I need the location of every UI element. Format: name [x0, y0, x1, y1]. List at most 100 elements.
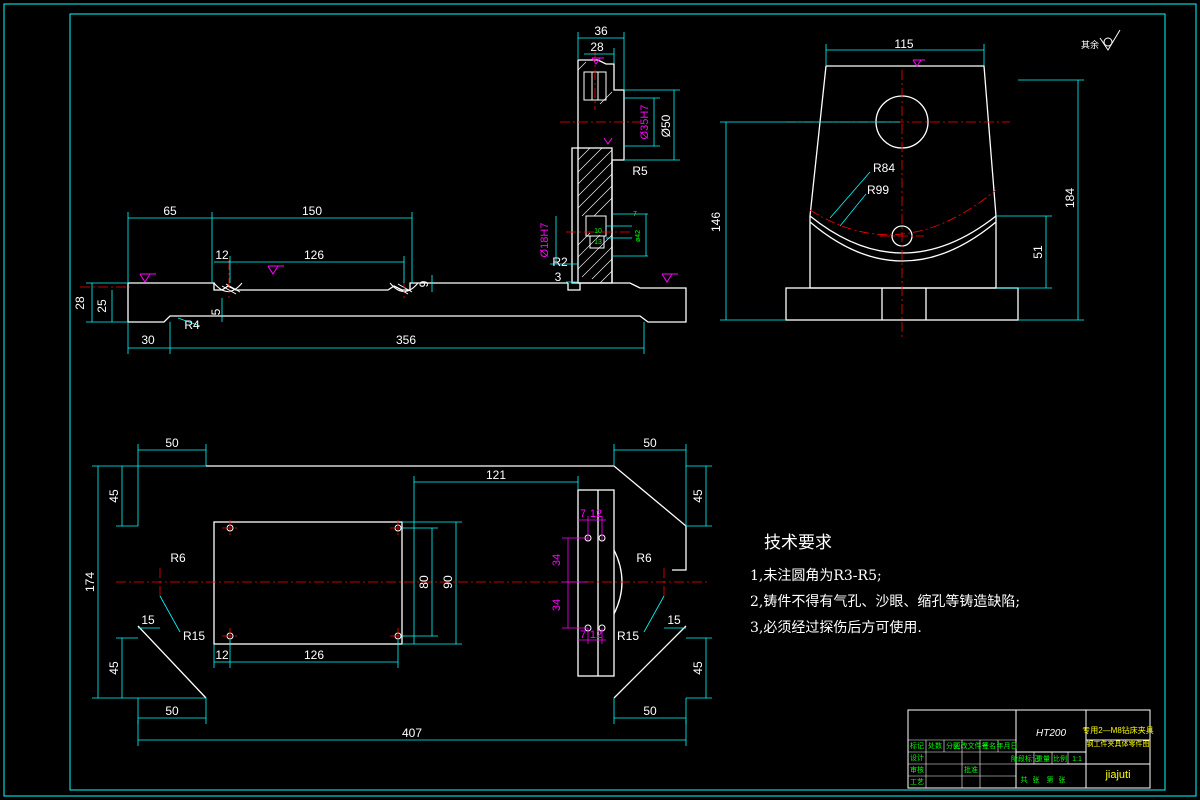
svg-text:分区: 分区 — [946, 741, 960, 750]
dim-r6-left: R6 — [170, 551, 186, 565]
dim-10-side: 10 — [594, 228, 602, 235]
technical-requirements: 技术要求 1,未注圆角为R3-R5; 2,铸件不得有气孔、沙眼、缩孔等铸造缺陷;… — [750, 533, 1020, 636]
dim-65: 65 — [163, 204, 177, 218]
front-view-counterbores — [213, 282, 419, 295]
dim-50-bottom-left: 50 — [165, 704, 179, 718]
right-view-dimension-lines — [720, 44, 1084, 321]
dim-12-plan-top: 12 — [590, 508, 602, 520]
svg-text:审核: 审核 — [910, 765, 924, 774]
dim-126-plan: 126 — [304, 648, 324, 662]
dim-phi35h7: Ø35H7 — [639, 105, 651, 140]
dim-121: 121 — [486, 468, 506, 482]
dim-146: 146 — [709, 212, 723, 232]
front-view-dimension-lines — [86, 212, 645, 354]
plan-view-centerlines — [116, 520, 708, 644]
dim-34-upper: 34 — [551, 554, 563, 566]
title-block: 标记 处数 分区 更改文件号 签名 年月日 设计 审核 工艺 阶段标记 重量 比… — [907, 709, 1154, 789]
svg-text:阶段标记: 阶段标记 — [1011, 754, 1039, 763]
dim-7-plan-bottom: 7 — [580, 629, 586, 641]
svg-text:张: 张 — [1059, 775, 1066, 784]
dim-25: 25 — [95, 299, 109, 313]
material-label: HT200 — [1036, 728, 1066, 739]
dim-7-plan-top: 7 — [580, 508, 586, 520]
plan-view: 50 50 50 50 45 45 45 45 174 121 80 90 12… — [83, 436, 712, 746]
svg-text:张: 张 — [1033, 775, 1040, 784]
dim-5: 5 — [209, 308, 223, 315]
right-view: 115 R84 R99 146 184 51 其余 — [709, 29, 1121, 340]
svg-text:更改文件号: 更改文件号 — [954, 741, 989, 750]
dim-34-lower: 34 — [551, 599, 563, 611]
drawing-name-line1: 专用2—M8钻床夹具 — [1082, 725, 1154, 735]
plan-view-dimension-lines — [92, 444, 712, 746]
tech-req-item-2: 2,铸件不得有气孔、沙眼、缩孔等铸造缺陷; — [750, 593, 1020, 610]
dim-12: 12 — [215, 248, 229, 262]
svg-text:标记: 标记 — [910, 741, 924, 750]
roughness-note: 其余 — [1081, 29, 1121, 51]
dim-28-top: 28 — [590, 40, 604, 54]
svg-text:重量: 重量 — [1036, 755, 1050, 763]
dim-50-bottom-right: 50 — [643, 704, 657, 718]
svg-text:签名: 签名 — [982, 741, 996, 750]
dim-r15-left: R15 — [183, 629, 205, 643]
dim-9: 9 — [417, 280, 431, 287]
svg-text:工艺: 工艺 — [910, 778, 924, 786]
drawing-name-line2: 钢工件夹具体零件图 — [1087, 739, 1150, 748]
dim-phi42-side: ø42 — [635, 230, 642, 242]
dim-36: 36 — [594, 24, 608, 38]
dim-r2: R2 — [552, 255, 568, 269]
dim-51: 51 — [1031, 245, 1045, 259]
dim-7-side: 7 — [633, 211, 637, 218]
dim-r99: R99 — [867, 183, 889, 197]
dim-phi50: Ø50 — [659, 114, 673, 137]
dim-30: 30 — [141, 333, 155, 347]
svg-text:年月日: 年月日 — [997, 741, 1018, 750]
side-section-holes — [583, 71, 607, 249]
side-section-dimension-text: 36 28 Ø35H7 Ø50 R5 Ø18H7 R2 3 7 10 13 ø4… — [539, 24, 673, 284]
svg-text:比例: 比例 — [1053, 754, 1067, 763]
dim-45-top-left: 45 — [107, 489, 121, 503]
tech-req-item-1: 1,未注圆角为R3-R5; — [750, 568, 882, 584]
scale-value: 1:1 — [1072, 756, 1082, 763]
dim-174: 174 — [83, 572, 97, 592]
dim-115: 115 — [894, 37, 913, 51]
dim-45-bottom-right: 45 — [691, 661, 705, 675]
dim-15-right: 15 — [667, 613, 681, 627]
drawing-border — [3, 3, 1197, 797]
dim-r15-right: R15 — [617, 629, 639, 643]
side-section-roughness — [591, 57, 613, 145]
tech-req-item-3: 3,必须经过探伤后方可使用. — [750, 619, 922, 636]
dim-50-top-left: 50 — [165, 436, 179, 450]
side-section: 36 28 Ø35H7 Ø50 R5 Ø18H7 R2 3 7 10 13 ø4… — [539, 24, 680, 284]
plan-view-dimension-text: 50 50 50 50 45 45 45 45 174 121 80 90 12… — [83, 436, 705, 740]
side-section-dimension-lines — [550, 32, 680, 283]
svg-text:第: 第 — [1047, 775, 1054, 784]
dim-15-left: 15 — [141, 613, 155, 627]
front-view-roughness-symbols — [139, 265, 678, 283]
front-view: 65 150 12 126 28 25 9 5 30 356 R4 — [73, 204, 687, 354]
dim-356: 356 — [396, 333, 416, 347]
dim-12-plan: 12 — [215, 648, 229, 662]
plan-view-magenta-dim-lines — [562, 516, 606, 644]
svg-text:其余: 其余 — [1081, 39, 1099, 50]
dim-45-top-right: 45 — [691, 489, 705, 503]
dim-126: 126 — [304, 248, 324, 262]
dim-r4: R4 — [184, 318, 200, 332]
dim-184: 184 — [1063, 188, 1077, 208]
dim-r84: R84 — [873, 161, 895, 175]
tech-req-title: 技术要求 — [764, 533, 832, 553]
dim-phi18h7: Ø18H7 — [539, 223, 551, 258]
dim-r6-right: R6 — [636, 551, 652, 565]
title-block-labels: 标记 处数 分区 更改文件号 签名 年月日 设计 审核 工艺 阶段标记 重量 比… — [910, 741, 1067, 786]
side-section-hatching — [577, 61, 613, 284]
dim-407: 407 — [402, 726, 422, 740]
dim-45-bottom-left: 45 — [107, 661, 121, 675]
svg-text:批准: 批准 — [964, 765, 978, 774]
dim-28: 28 — [73, 296, 87, 310]
front-view-dimension-text: 65 150 12 126 28 25 9 5 30 356 R4 — [73, 204, 431, 347]
svg-text:设计: 设计 — [910, 753, 924, 762]
dim-150: 150 — [302, 204, 322, 218]
dim-13-side: 13 — [594, 239, 602, 246]
svg-text:共: 共 — [1021, 775, 1028, 784]
